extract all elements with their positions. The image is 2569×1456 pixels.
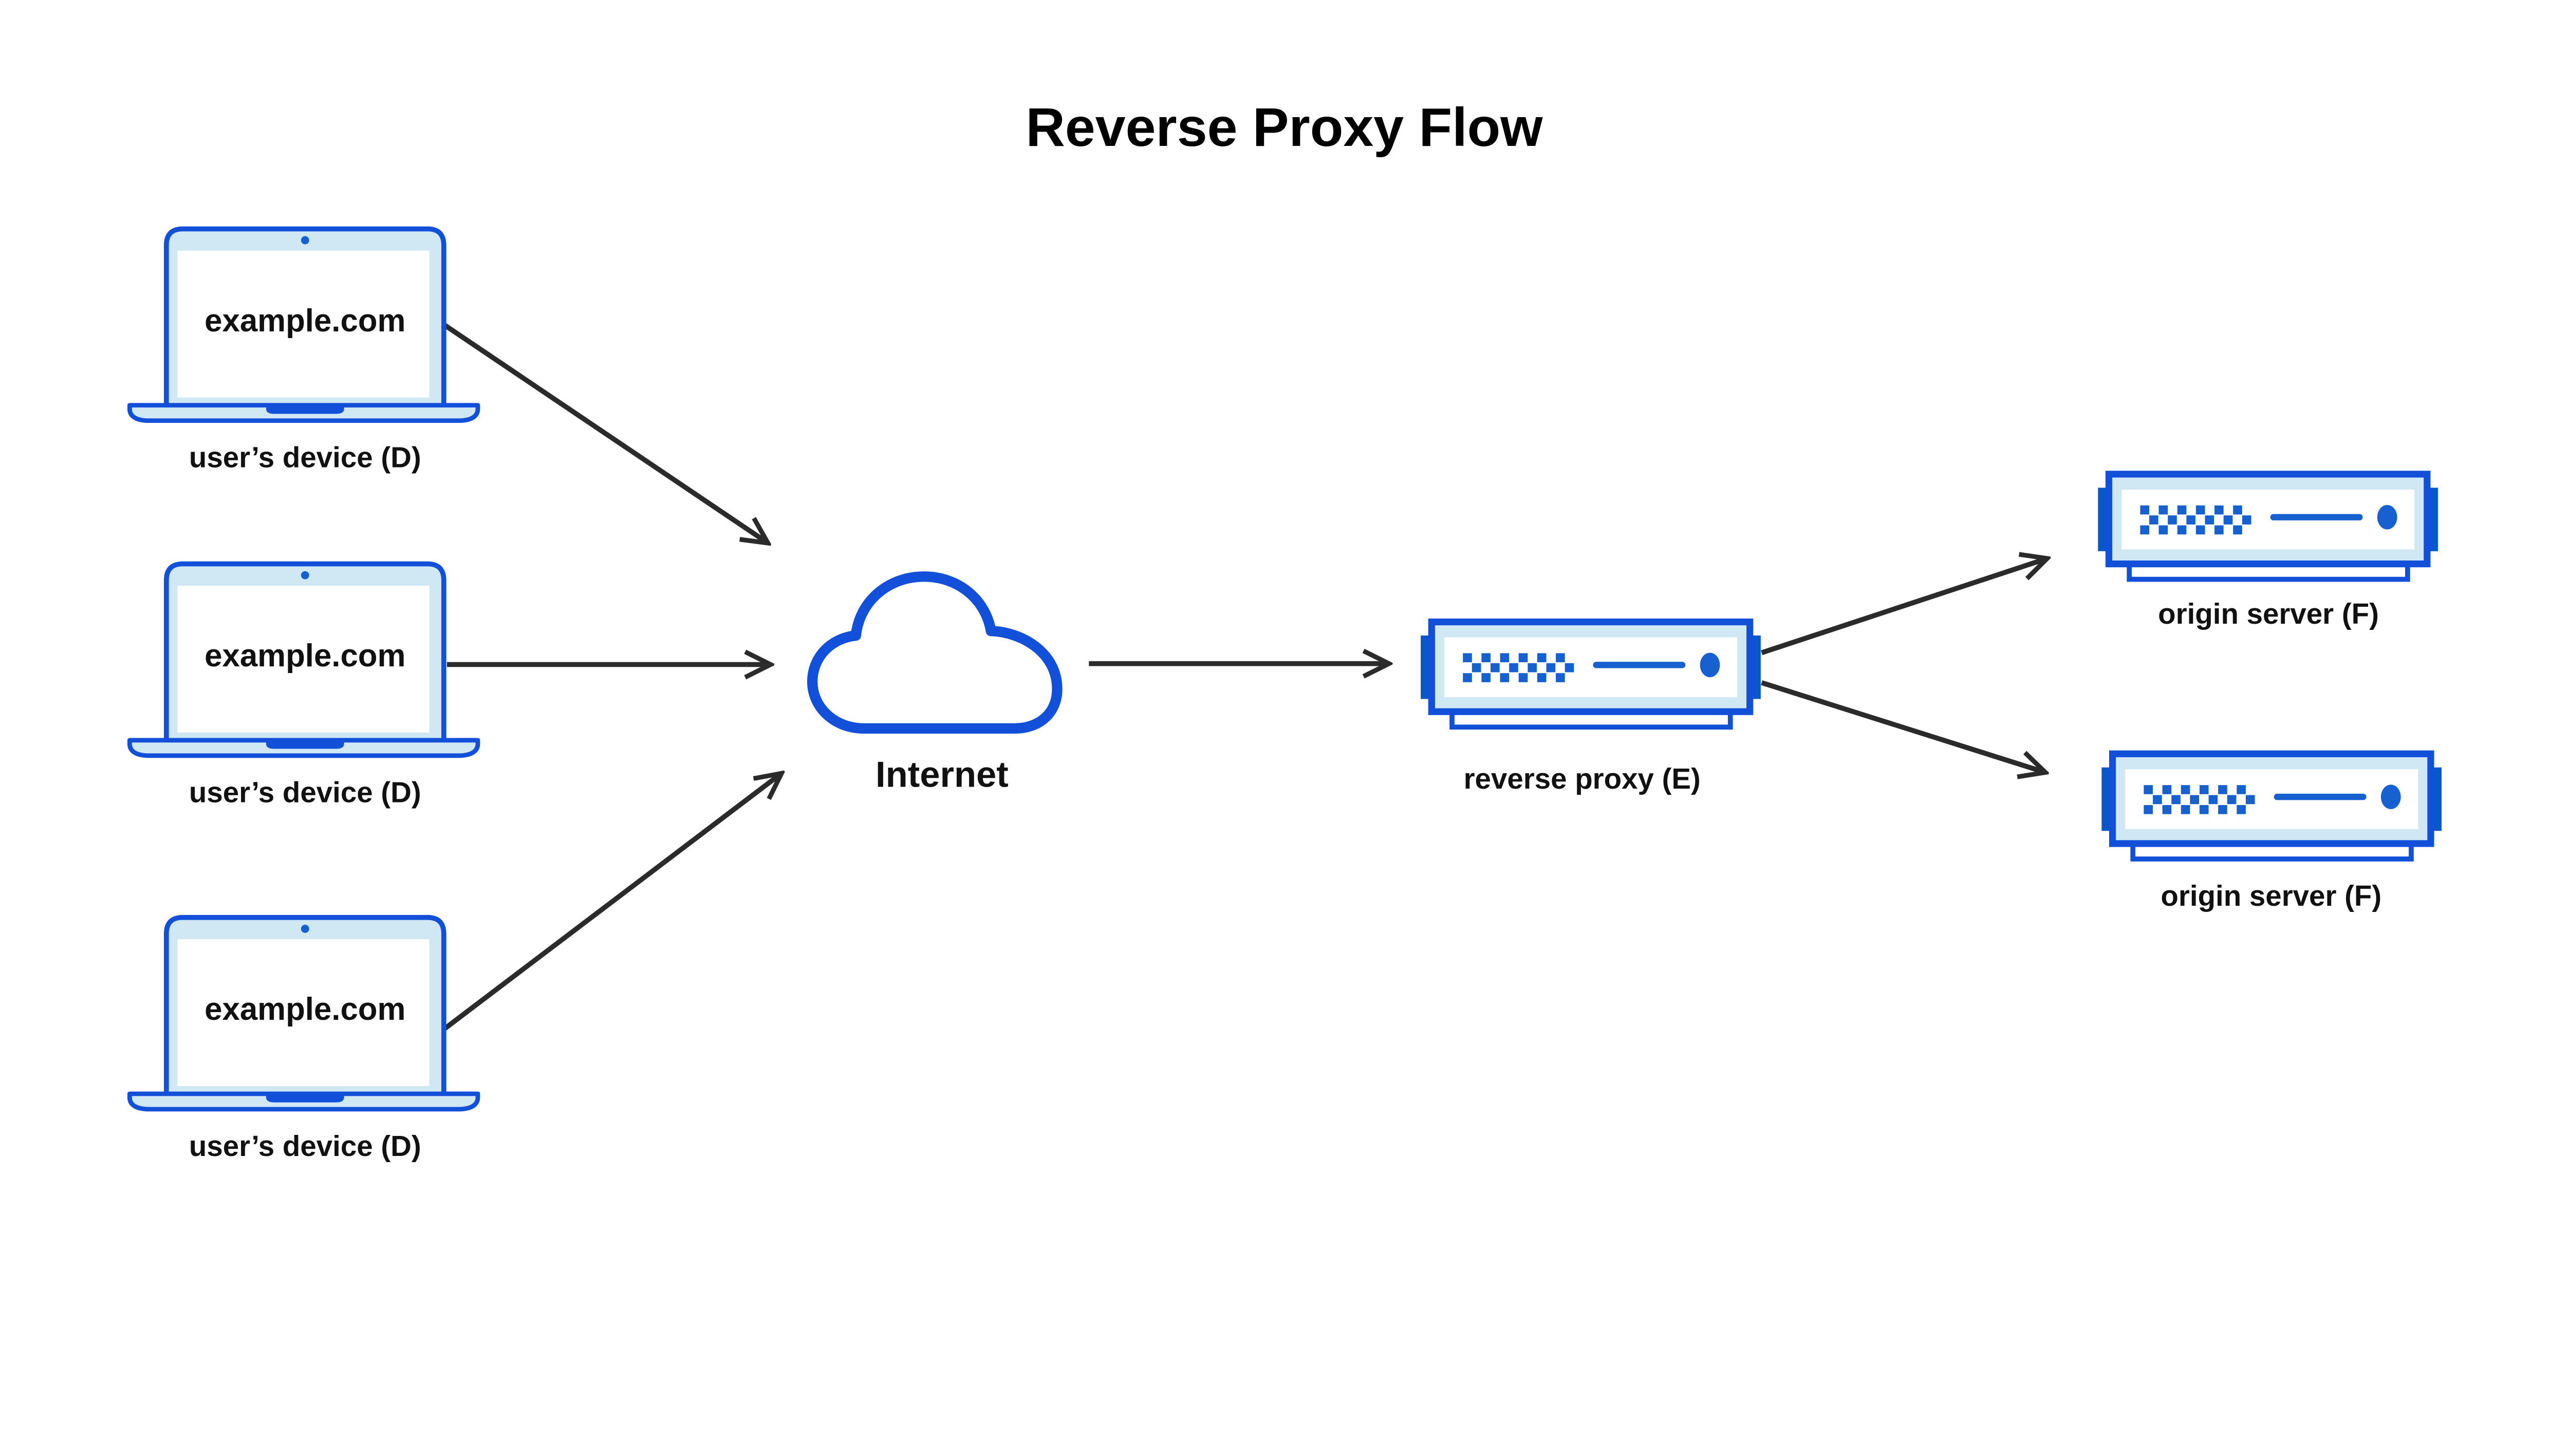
reverse-proxy-node: reverse proxy (E) — [1421, 622, 1761, 795]
device-screen-url: example.com — [204, 638, 405, 674]
server-icon — [2098, 474, 2438, 580]
diagram-page: Reverse Proxy Flow example.com user’s de… — [127, 97, 2445, 1162]
arrow-device1-to-internet — [443, 323, 768, 543]
reverse-proxy-flow-diagram: Reverse Proxy Flow example.com user’s de… — [127, 97, 2445, 1162]
arrow-proxy-to-origin2 — [1761, 680, 2045, 773]
origin-server-2: origin server (F) — [2101, 754, 2442, 912]
device-label: user’s device (D) — [189, 441, 421, 474]
user-device-3: example.com user’s device (D) — [129, 918, 478, 1162]
internet-node: Internet — [807, 571, 1063, 795]
server-icon — [1421, 622, 1761, 727]
origin-server-label: origin server (F) — [2158, 598, 2379, 630]
internet-label: Internet — [876, 754, 1009, 795]
device-screen-url: example.com — [204, 992, 405, 1027]
user-device-2: example.com user’s device (D) — [129, 564, 478, 809]
origin-server-1: origin server (F) — [2098, 474, 2438, 630]
device-label: user’s device (D) — [189, 776, 421, 809]
arrow-device3-to-internet — [442, 773, 781, 1031]
device-screen-url: example.com — [204, 303, 405, 339]
user-device-1: example.com user’s device (D) — [129, 229, 478, 474]
cloud-icon — [807, 571, 1063, 734]
server-icon — [2101, 754, 2442, 859]
page-title: Reverse Proxy Flow — [1026, 97, 1543, 158]
reverse-proxy-label: reverse proxy (E) — [1464, 762, 1701, 795]
device-label: user’s device (D) — [189, 1130, 421, 1162]
edges — [442, 323, 2047, 1031]
origin-server-label: origin server (F) — [2161, 880, 2381, 912]
arrow-proxy-to-origin1 — [1761, 558, 2047, 656]
